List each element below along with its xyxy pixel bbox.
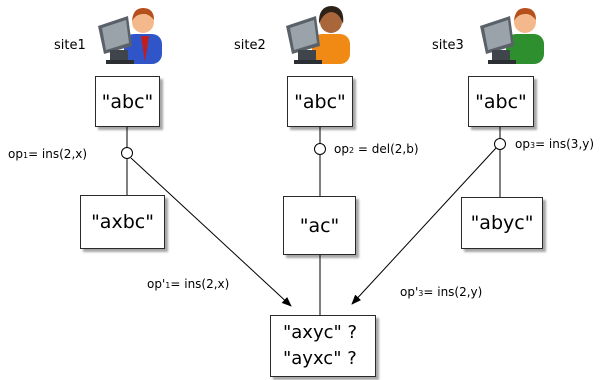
op1-transformed-label: op'1= ins(2,x) — [147, 277, 230, 291]
site2-label: site2 — [234, 38, 266, 53]
site1-initial-state: "abc" — [95, 76, 160, 127]
op3-label: op3= ins(3,y) — [515, 137, 595, 151]
site2-initial-state: "abc" — [287, 76, 353, 127]
site3-local-result: "abyc" — [461, 197, 543, 249]
op2-label: op2 = del(2,b) — [334, 142, 419, 156]
user-at-computer-icon — [286, 6, 350, 64]
arrow-op1-transformed — [130, 157, 292, 307]
final-state-box: "axyc" ? "ayxc" ? — [270, 315, 376, 377]
site1-label: site1 — [54, 38, 86, 53]
arrow-op3-transformed — [351, 147, 497, 305]
op1-node — [121, 147, 133, 159]
final-state-option-2: "ayxc" ? — [283, 348, 357, 369]
user-at-computer-icon — [480, 8, 544, 64]
site3-label: site3 — [432, 38, 464, 53]
site1-local-result: "axbc" — [80, 195, 165, 249]
final-state-option-1: "axyc" ? — [283, 322, 358, 343]
op2-node — [314, 143, 326, 155]
user-at-computer-icon — [98, 8, 162, 64]
op3-node — [494, 138, 506, 150]
site3-initial-state: "abc" — [468, 76, 534, 127]
op1-label: op1= ins(2,x) — [8, 147, 88, 161]
site2-local-result: "ac" — [283, 196, 356, 255]
op3-transformed-label: op'3= ins(2,y) — [400, 285, 483, 299]
